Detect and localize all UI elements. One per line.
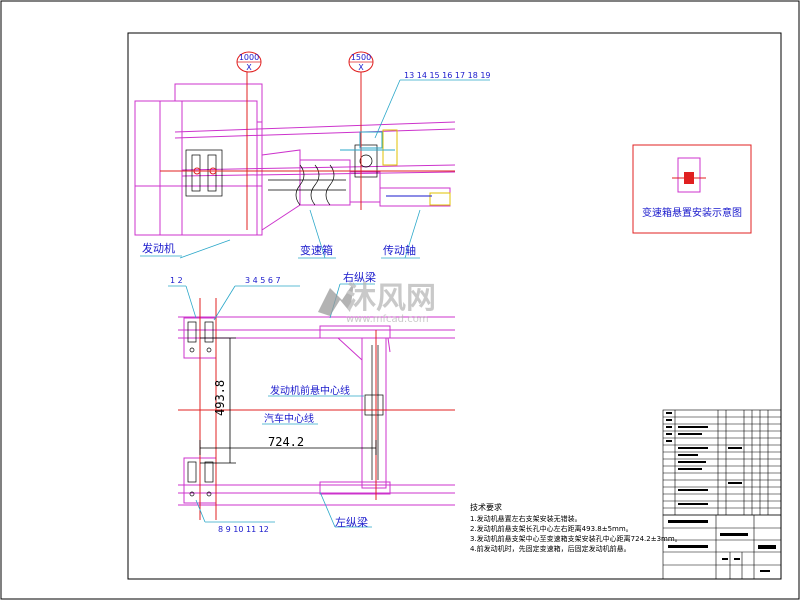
watermark: 沐风网 www.mfcad.com bbox=[318, 281, 436, 325]
dimension-vertical: 493.8 bbox=[213, 380, 227, 416]
parts-list-table bbox=[662, 409, 782, 516]
engine-gearbox-view bbox=[134, 83, 456, 236]
bubble-value: 1000 bbox=[239, 53, 259, 62]
label-engine: 发动机 bbox=[142, 241, 175, 255]
part-numbers-top-right: 13 14 15 16 17 18 19 bbox=[404, 71, 491, 80]
leader-lines-frame bbox=[168, 283, 375, 528]
gearbox-bracket-detail bbox=[340, 129, 451, 206]
engine-mount-markers bbox=[160, 66, 455, 230]
bubble-1500: 1500 X bbox=[348, 51, 374, 73]
part-numbers-mid-left: 1 2 bbox=[170, 276, 183, 285]
notes-item: 1.发动机悬置左右支架安装无错装。 bbox=[470, 514, 582, 523]
notes-item: 3.发动机前悬支架中心至变速箱支架安装孔中心距离724.2±3mm。 bbox=[470, 534, 682, 543]
frame-mount-detail bbox=[187, 321, 384, 497]
title-block-text-marks bbox=[668, 520, 776, 572]
label-engine-centerline: 发动机前悬中心线 bbox=[270, 384, 350, 397]
label-right-rail: 右纵梁 bbox=[343, 270, 376, 284]
part-numbers-mid-right: 3 4 5 6 7 bbox=[245, 276, 281, 285]
bubble-sub: X bbox=[358, 63, 364, 72]
watermark-brand: 沐风网 bbox=[346, 281, 436, 316]
inset-caption: 变速箱悬置安装示意图 bbox=[642, 206, 742, 219]
notes-item: 4.前发动机时，先固定变速箱，后固定发动机前悬。 bbox=[470, 544, 631, 553]
technical-notes: 技术要求 1.发动机悬置左右支架安装无错装。 2.发动机前悬支架长孔中心左右距离… bbox=[470, 502, 682, 553]
inner-border bbox=[127, 32, 782, 580]
watermark-logo-icon bbox=[318, 282, 354, 316]
notes-item: 2.发动机前悬支架长孔中心左右距离493.8±5mm。 bbox=[470, 524, 633, 533]
part-numbers-bottom: 8 9 10 11 12 bbox=[218, 525, 269, 534]
dimension-lines bbox=[199, 337, 377, 464]
notes-title: 技术要求 bbox=[470, 502, 502, 512]
bubble-1000: 1000 X bbox=[236, 51, 262, 73]
parts-list-text-marks bbox=[666, 412, 742, 505]
centerlines bbox=[178, 298, 455, 520]
dimension-horizontal: 724.2 bbox=[268, 435, 304, 449]
inset-box: 变速箱悬置安装示意图 bbox=[632, 144, 752, 234]
watermark-url: www.mfcad.com bbox=[346, 314, 429, 325]
bubble-sub: X bbox=[246, 63, 252, 72]
leader-lines-top bbox=[179, 79, 490, 259]
label-left-rail: 左纵梁 bbox=[335, 515, 368, 529]
title-block bbox=[662, 514, 782, 580]
label-vehicle-centerline: 汽车中心线 bbox=[264, 412, 314, 425]
label-driveshaft: 传动轴 bbox=[383, 243, 416, 257]
label-gearbox: 变速箱 bbox=[300, 243, 333, 257]
bubble-value: 1500 bbox=[351, 53, 371, 62]
